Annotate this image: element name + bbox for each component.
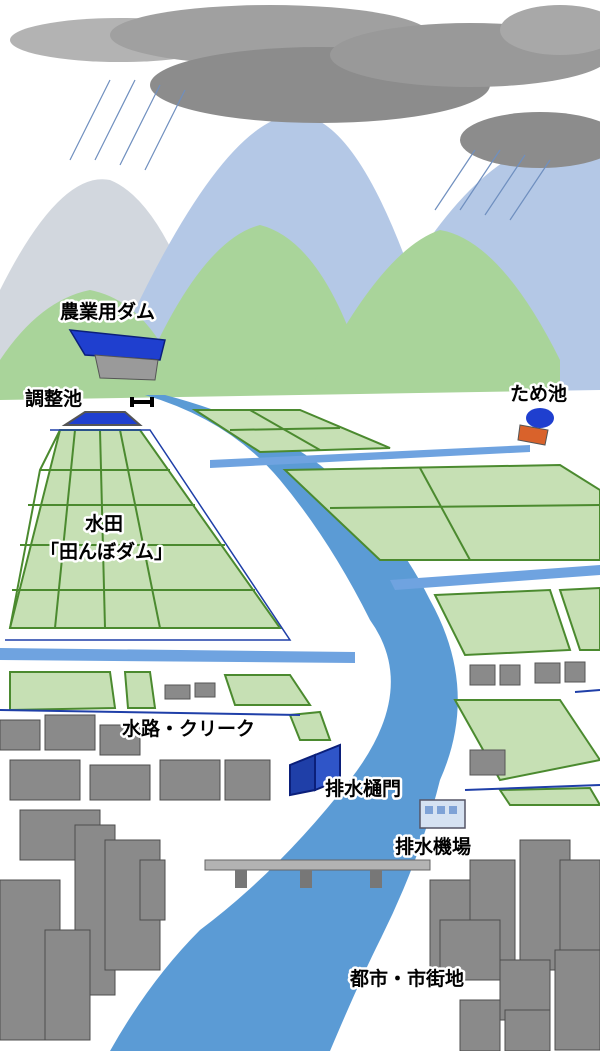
rain-cloud-icon [10,5,600,168]
label-agri-dam: 農業用ダム [60,300,155,323]
mountain-green-center [140,225,360,420]
label-sluice: 排水樋門 [325,777,401,800]
water-channels [0,445,600,663]
paddy-fields-left [8,429,282,629]
pond-icon-regulating [61,397,154,426]
paddy-field-blue-outline [5,429,292,641]
bridge-icon [204,859,431,888]
label-regulating-pond: 調整池 [25,387,82,410]
building-icon [0,714,600,1051]
drainage-lines [0,689,600,791]
rain-lines [69,79,551,221]
label-pump: 排水機場 [395,835,471,858]
label-city: 都市・市街地 [349,967,464,990]
houses [164,661,586,776]
label-paddy-1: 水田 [85,513,123,535]
pump-station-icon [419,799,466,829]
paddy-fields-lower [9,671,332,741]
label-tame-pond: ため池 [510,382,567,405]
sluice-gate-icon [289,743,341,797]
mountain-green-right [310,230,560,420]
label-paddy-2: 「田んぼダム」 [40,540,173,563]
pond-icon-tame [517,408,554,446]
label-waterway: 水路・クリーク [122,717,255,740]
dam-icon [68,329,166,381]
paddy-fields-upper [191,409,600,561]
mountain-range [0,114,600,480]
